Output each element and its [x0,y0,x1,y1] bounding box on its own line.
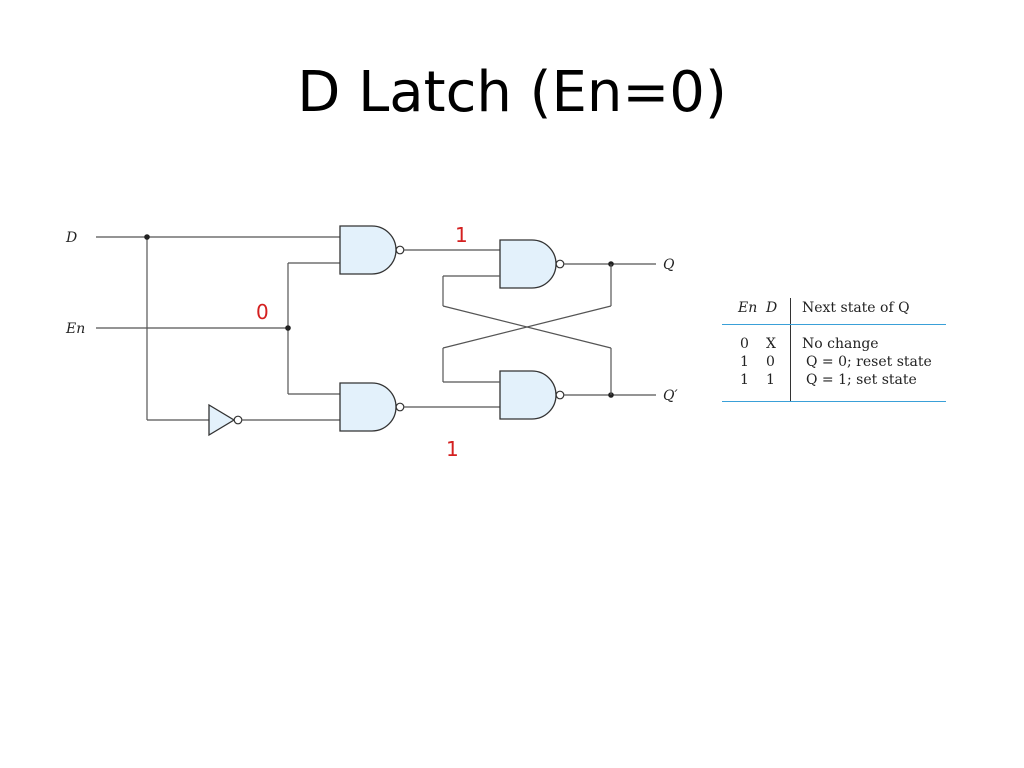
cell-d: X [766,336,776,352]
label-qbar: Q′ [663,388,678,404]
cell-next-state: Q = 1; set state [806,372,917,388]
inverter-gate [208,403,340,437]
table-row: 1 0 Q = 0; reset state [722,353,946,371]
cell-d: 0 [766,354,775,370]
label-d: D [65,230,77,246]
junction-en [285,325,291,331]
truth-table-divider [790,298,791,402]
annotation-enable-value: 0 [256,300,269,324]
header-en: En [738,300,758,316]
table-row: 0 X No change [722,335,946,353]
table-row: 1 1 Q = 1; set state [722,371,946,389]
nand-gate-q [499,239,565,289]
nand-gate-top-input [339,225,405,275]
cell-next-state: No change [802,336,879,352]
label-en: En [65,321,85,337]
header-next-state: Next state of Q [802,300,910,316]
wire-en-input [96,262,340,395]
cell-en: 0 [740,336,749,352]
cell-d: 1 [766,372,775,388]
label-q: Q [663,257,675,273]
truth-table-body: 0 X No change 1 0 Q = 0; reset state 1 1… [722,325,946,402]
nand-gate-bottom-input [339,382,405,432]
cell-en: 1 [740,372,749,388]
header-d: D [766,300,778,316]
nand-gate-qbar [499,370,565,420]
truth-table: En D Next state of Q 0 X No change 1 0 Q… [722,296,946,402]
cell-next-state: Q = 0; reset state [806,354,932,370]
cell-en: 1 [740,354,749,370]
truth-table-header: En D Next state of Q [722,296,946,325]
annotation-top-nand-output: 1 [455,223,468,247]
feedback-wires [442,264,612,395]
slide-title: D Latch (En=0) [297,60,727,125]
junction-d [144,234,150,240]
annotation-bottom-nand-output: 1 [446,437,459,461]
